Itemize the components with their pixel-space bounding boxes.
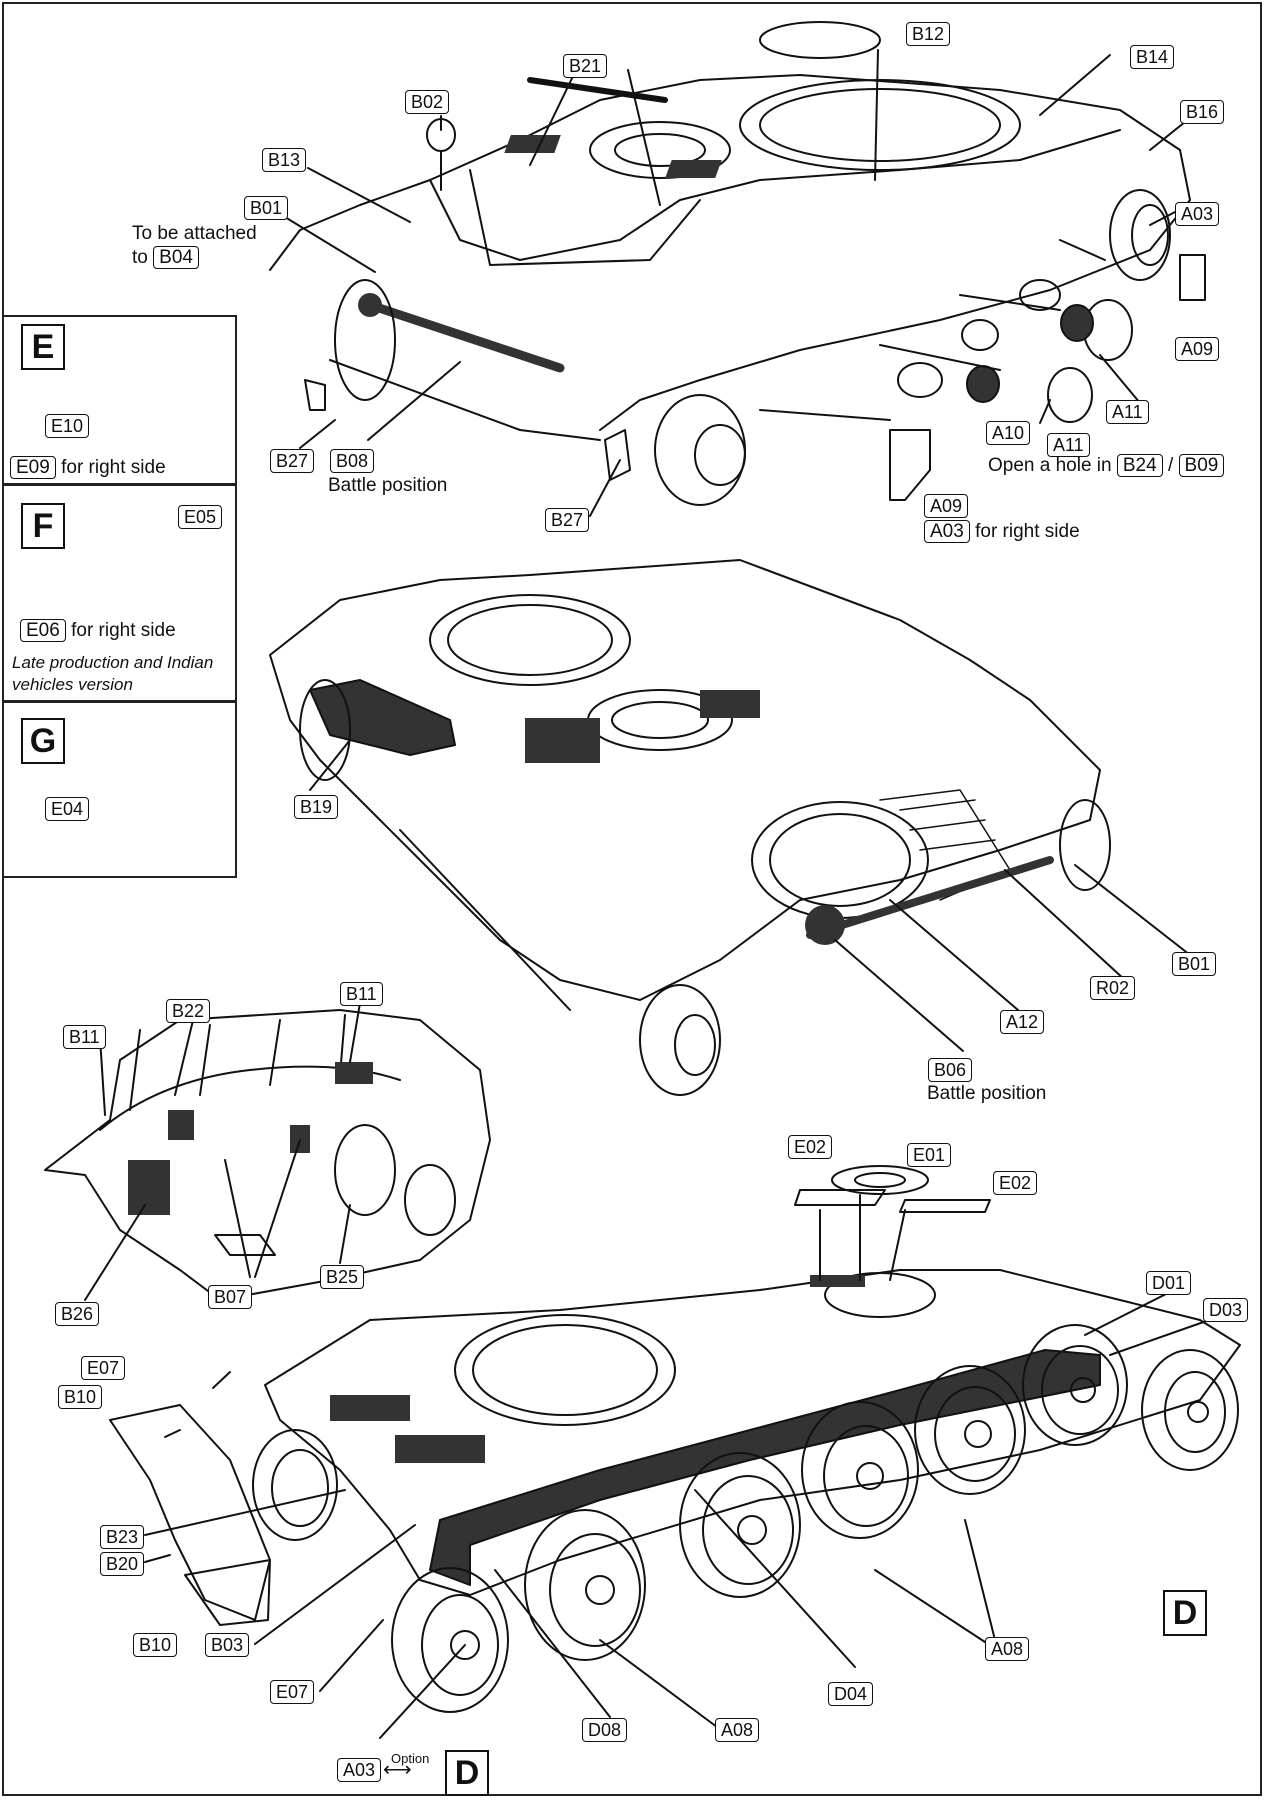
callout-e02-right: E02: [993, 1171, 1038, 1195]
callout-a03-bottom: A03: [337, 1758, 382, 1782]
callout-b03: B03: [205, 1633, 250, 1657]
callout-a09-right: A09: [1175, 337, 1220, 361]
attach-note-prefix: to: [132, 247, 148, 268]
inset-f-caption-line1: Late production and Indian: [12, 653, 214, 672]
attach-note-line1: To be attached: [132, 223, 257, 244]
a03-right-side-text: for right side: [975, 521, 1080, 542]
a03-right-side-note: A03 for right side: [924, 520, 1080, 543]
callout-b12: B12: [906, 22, 951, 46]
callout-b01-top: B01: [244, 196, 289, 220]
callout-e10: E10: [45, 414, 90, 438]
inset-e-note-text: for right side: [61, 457, 166, 478]
inset-f-letter: F: [21, 503, 65, 549]
callout-b13: B13: [262, 148, 307, 172]
inset-e-note-ref: E09: [10, 456, 56, 479]
callout-e02-left: E02: [788, 1135, 833, 1159]
callout-b02: B02: [405, 90, 450, 114]
callout-b11-right: B11: [340, 982, 383, 1006]
callout-b22: B22: [166, 999, 211, 1023]
b08-battle-position: Battle position: [328, 475, 448, 496]
b06-battle-position: Battle position: [927, 1083, 1047, 1104]
inset-e-note: E09 for right side: [10, 456, 166, 479]
inset-f-note: E06 for right side: [20, 619, 176, 642]
callout-e07-bottom: E07: [270, 1680, 315, 1704]
inset-e-letter: E: [21, 324, 65, 370]
callout-a09-bottom: A09: [924, 494, 969, 518]
marker-d-right: D: [1163, 1590, 1207, 1636]
hole-note-prefix: Open a hole in: [988, 455, 1112, 476]
callout-a10: A10: [986, 421, 1031, 445]
callout-b27-center: B27: [545, 508, 590, 532]
callout-b19: B19: [294, 795, 339, 819]
leader-lines: [84, 49, 1191, 1301]
callout-b27-left: B27: [270, 449, 315, 473]
callout-d04: D04: [828, 1682, 874, 1706]
full-hull-drawing: [109, 1165, 1241, 1739]
attach-note-ref: B04: [153, 246, 199, 269]
callout-b26: B26: [55, 1302, 100, 1326]
hole-note-sep: /: [1167, 455, 1174, 476]
attach-note-line2: to B04: [132, 246, 199, 269]
callout-e01: E01: [907, 1143, 952, 1167]
callout-b01-mid: B01: [1172, 952, 1217, 976]
callout-e07-top: E07: [81, 1356, 126, 1380]
callout-b14: B14: [1130, 45, 1175, 69]
callout-a11-bottom: A11: [1047, 433, 1090, 457]
callout-a03-top: A03: [1175, 202, 1220, 226]
callout-b10-bottom: B10: [133, 1633, 178, 1657]
callout-b23: B23: [100, 1525, 145, 1549]
callout-b11-left: B11: [63, 1025, 106, 1049]
callout-b20: B20: [100, 1552, 145, 1576]
hole-note: Open a hole in B24 / B09: [988, 454, 1225, 477]
callout-b21: B21: [563, 54, 608, 78]
rear-plate-detail-drawing: [44, 1009, 491, 1301]
callout-b10-top: B10: [58, 1385, 103, 1409]
callout-b06: B06: [928, 1058, 973, 1082]
rear-hull-top-drawing: [269, 21, 1206, 506]
callout-b25: B25: [320, 1265, 365, 1289]
callout-a08-right: A08: [985, 1637, 1030, 1661]
marker-d-bottom: D: [445, 1750, 489, 1796]
callout-d08: D08: [582, 1718, 628, 1742]
callout-b16: B16: [1180, 100, 1225, 124]
callout-b07: B07: [208, 1285, 253, 1309]
callout-a12: A12: [1000, 1010, 1045, 1034]
callout-a08-bottom: A08: [715, 1718, 760, 1742]
hole-note-ref1: B24: [1116, 454, 1163, 477]
callout-e05: E05: [178, 505, 223, 529]
rear-hull-mid-drawing: [269, 559, 1111, 1096]
a03-right-side-ref: A03: [924, 520, 970, 543]
inset-f-note-text: for right side: [71, 620, 176, 641]
inset-f-caption-line2: vehicles version: [12, 675, 133, 694]
option-double-arrow: ⟷: [383, 1759, 412, 1781]
callout-b08: B08: [330, 449, 375, 473]
callout-e04: E04: [45, 797, 90, 821]
option-note: Option: [391, 1751, 430, 1766]
callout-a11-top: A11: [1106, 400, 1149, 424]
hole-note-ref2: B09: [1178, 454, 1225, 477]
callout-d01: D01: [1146, 1271, 1192, 1295]
inset-f-note-ref: E06: [20, 619, 66, 642]
callout-r02: R02: [1090, 976, 1136, 1000]
callout-d03: D03: [1203, 1298, 1249, 1322]
inset-g-letter: G: [21, 718, 65, 764]
